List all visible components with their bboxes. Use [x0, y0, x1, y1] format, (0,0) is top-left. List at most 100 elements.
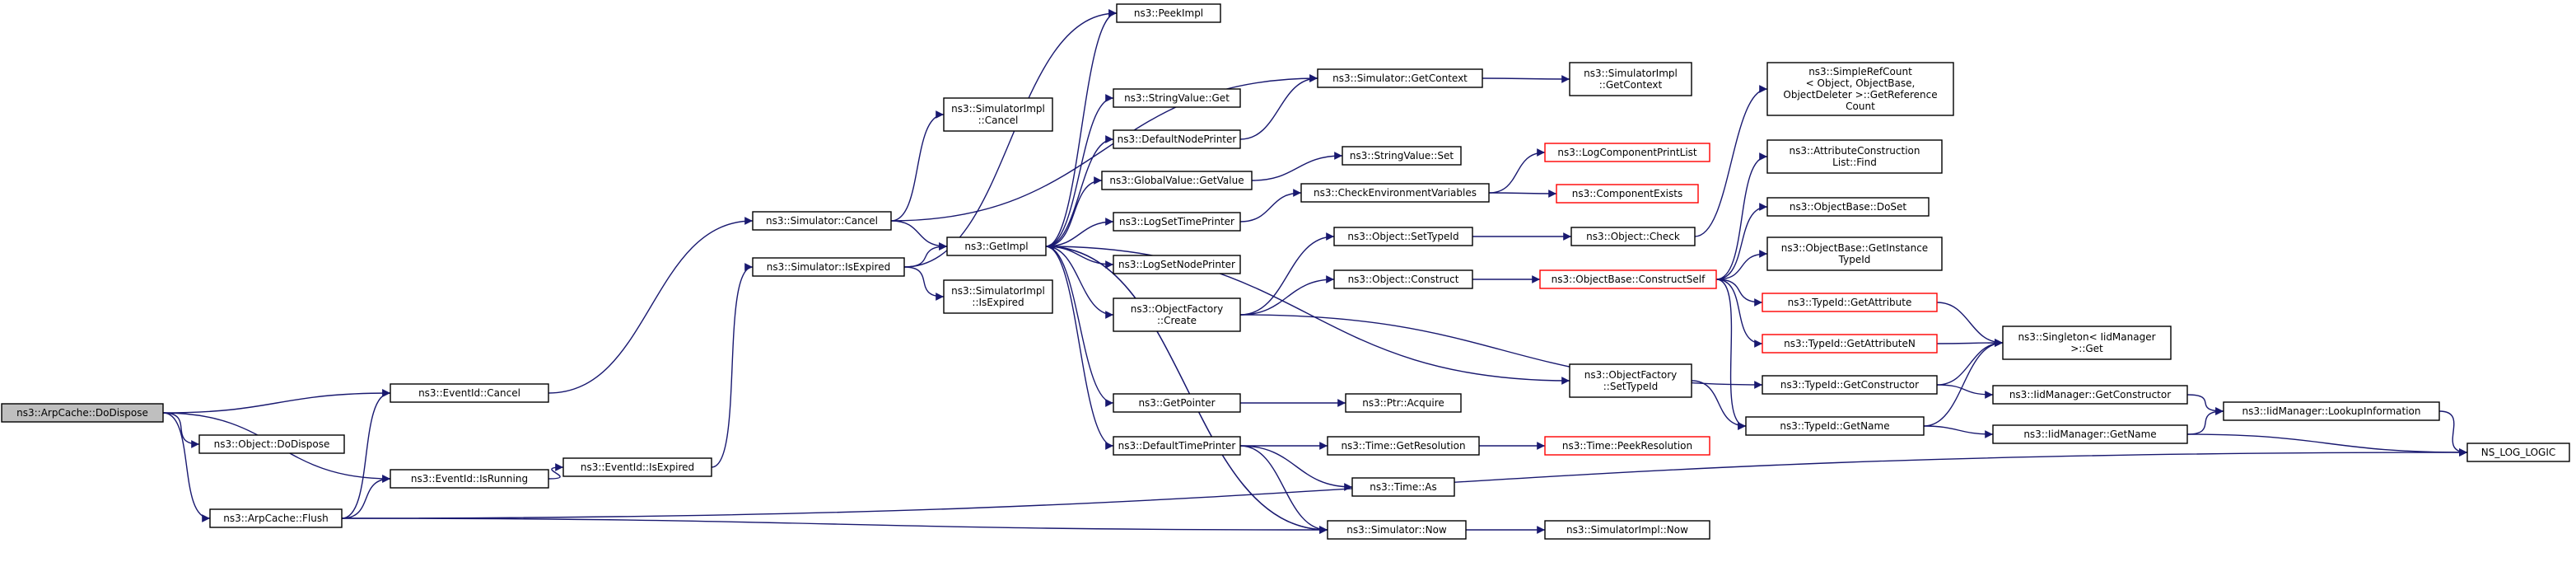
node-label: ns3::PeekImpl — [1134, 7, 1203, 19]
node-label: ns3::ObjectFactory — [1131, 303, 1224, 315]
graph-node[interactable]: ns3::SimulatorImpl::GetContext — [1569, 62, 1692, 96]
node-label: ns3::Singleton< IidManager — [2018, 331, 2155, 343]
graph-edge — [1239, 232, 1335, 316]
graph-edge — [1715, 203, 1768, 280]
node-label: ns3::Object::Check — [1586, 231, 1680, 242]
edge-arrow — [1045, 246, 1114, 407]
graph-node[interactable]: ns3::Simulator::Cancel — [752, 211, 892, 231]
graph-node[interactable]: ns3::StringValue::Get — [1113, 88, 1241, 108]
graph-node[interactable]: ns3::SimulatorImpl::IsExpired — [943, 279, 1053, 314]
graph-edge — [1045, 242, 1328, 531]
node-box — [1556, 184, 1699, 204]
graph-node[interactable]: ns3::IidManager::GetConstructor — [1992, 385, 2188, 405]
graph-edge — [1936, 339, 2004, 386]
graph-node[interactable]: ns3::EventId::Cancel — [390, 383, 549, 403]
graph-node[interactable]: ns3::Object::SetTypeId — [1333, 227, 1473, 246]
graph-edge — [162, 389, 391, 414]
graph-edge — [162, 412, 211, 522]
graph-node[interactable]: ns3::ArpCache::Flush — [209, 508, 343, 528]
edge-arrow — [711, 263, 754, 468]
graph-node[interactable]: ns3::SimpleRefCount< Object, ObjectBase,… — [1766, 62, 1954, 116]
graph-node[interactable]: NS_LOG_LOGIC — [2466, 443, 2570, 462]
node-label: ns3::SimulatorImpl — [951, 285, 1045, 297]
graph-node[interactable]: ns3::Simulator::GetContext — [1317, 68, 1483, 88]
graph-node[interactable]: ns3::DefaultTimePrinter — [1113, 436, 1241, 456]
node-label: ObjectDeleter >::GetReference — [1783, 89, 1937, 101]
graph-node[interactable]: ns3::LogComponentPrintList — [1544, 143, 1710, 162]
graph-node[interactable]: ns3::SimulatorImpl::Now — [1544, 520, 1710, 540]
edge-arrow — [1488, 190, 1557, 198]
graph-node[interactable]: ns3::DefaultNodePrinter — [1113, 129, 1241, 149]
node-box — [1327, 520, 1467, 540]
node-box — [946, 236, 1047, 256]
node-label: ns3::IidManager::GetConstructor — [2009, 389, 2171, 400]
graph-node[interactable]: ns3::LogSetNodePrinter — [1113, 255, 1241, 274]
graph-node[interactable]: ns3::ObjectFactory::SetTypeId — [1569, 363, 1692, 398]
graph-node[interactable]: ns3::Time::PeekResolution — [1544, 436, 1710, 456]
graph-node[interactable]: ns3::EventId::IsExpired — [562, 457, 712, 477]
graph-node[interactable]: ns3::GlobalValue::GetValue — [1101, 171, 1253, 190]
graph-node[interactable]: ns3::IidManager::LookupInformation — [2223, 401, 2440, 421]
node-label: ns3::SimulatorImpl — [1584, 68, 1678, 79]
graph-node[interactable]: ns3::ArpCache::DoDispose — [1, 403, 164, 423]
node-label: ns3::Object::Construct — [1348, 274, 1459, 285]
graph-node[interactable]: ns3::StringValue::Set — [1342, 146, 1462, 166]
graph-node[interactable]: ns3::GetPointer — [1113, 393, 1241, 413]
graph-edge — [1045, 176, 1103, 247]
node-box — [1762, 293, 1938, 312]
graph-node[interactable]: ns3::TypeId::GetConstructor — [1762, 375, 1938, 395]
graph-node[interactable]: ns3::SimulatorImpl::Cancel — [943, 97, 1053, 132]
node-box — [1766, 197, 1930, 217]
node-box — [562, 457, 712, 477]
edge-arrow — [1936, 302, 2004, 347]
graph-node[interactable]: ns3::Time::As — [1351, 477, 1455, 497]
graph-edge — [903, 242, 948, 268]
node-label: ns3::ArpCache::Flush — [223, 513, 328, 524]
edge-arrow — [1045, 218, 1114, 247]
graph-edge — [1482, 75, 1570, 83]
edge-arrow — [890, 110, 945, 222]
graph-node[interactable]: ns3::Ptr::Acquire — [1345, 393, 1462, 413]
node-box — [209, 508, 343, 528]
graph-edge — [890, 74, 1318, 222]
node-box — [752, 257, 905, 277]
edge-arrow — [1715, 152, 1768, 280]
graph-edge — [1251, 152, 1343, 181]
graph-node[interactable]: ns3::ComponentExists — [1556, 184, 1699, 204]
graph-node[interactable]: ns3::TypeId::GetAttribute — [1762, 293, 1938, 312]
graph-node[interactable]: ns3::IidManager::GetName — [1992, 424, 2188, 444]
node-label: List::Find — [1832, 157, 1877, 168]
graph-node[interactable]: ns3::Object::DoDispose — [198, 434, 345, 454]
graph-edge — [1045, 246, 1114, 450]
graph-edge — [1239, 74, 1318, 140]
graph-node[interactable]: ns3::CheckEnvironmentVariables — [1300, 183, 1490, 203]
graph-node[interactable]: ns3::GetImpl — [946, 236, 1047, 256]
graph-node[interactable]: ns3::LogSetTimePrinter — [1113, 212, 1241, 232]
edge-arrow — [1239, 232, 1335, 316]
graph-node[interactable]: ns3::TypeId::GetAttributeN — [1762, 334, 1938, 354]
graph-node[interactable]: ns3::ObjectBase::ConstructSelf — [1539, 269, 1717, 289]
graph-node[interactable]: ns3::TypeId::GetName — [1745, 416, 1925, 436]
graph-node[interactable]: ns3::ObjectBase::DoSet — [1766, 197, 1930, 217]
graph-node[interactable]: ns3::Singleton< IidManager >::Get — [2002, 325, 2172, 360]
graph-edge — [162, 412, 200, 448]
node-label: >::Get — [2070, 343, 2103, 354]
edge-arrow — [162, 412, 200, 448]
graph-node[interactable]: ns3::Object::Construct — [1333, 269, 1473, 289]
node-box — [1544, 520, 1710, 540]
edge-arrow — [1045, 94, 1114, 247]
graph-node[interactable]: ns3::Object::Check — [1570, 227, 1696, 246]
graph-node[interactable]: ns3::ObjectFactory::Create — [1113, 297, 1241, 332]
graph-node[interactable]: ns3::Simulator::IsExpired — [752, 257, 905, 277]
graph-node[interactable]: ns3::EventId::IsRunning — [390, 469, 549, 489]
node-box — [752, 211, 892, 231]
graph-node[interactable]: ns3::Simulator::Now — [1327, 520, 1467, 540]
graph-node[interactable]: ns3::PeekImpl — [1116, 3, 1221, 23]
edge-arrow — [1715, 279, 1747, 430]
node-box — [1544, 436, 1710, 456]
graph-edge — [1694, 85, 1768, 237]
node-box — [1766, 62, 1954, 116]
graph-node[interactable]: ns3::Time::GetResolution — [1327, 436, 1480, 456]
